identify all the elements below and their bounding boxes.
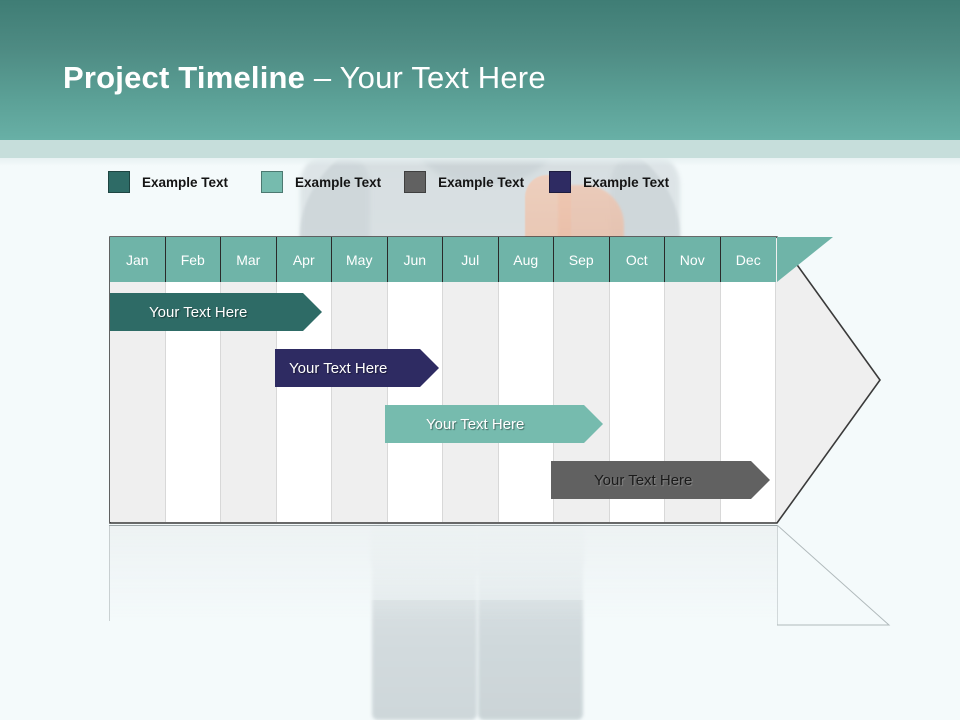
background-photo-left-leg [372, 520, 477, 720]
header-accent-band [0, 140, 960, 158]
legend-label-3: Example Text [438, 174, 525, 190]
month-cell-apr[interactable]: Apr [276, 237, 332, 282]
legend-swatch-gray-icon [404, 171, 427, 193]
month-cell-may[interactable]: May [332, 237, 388, 282]
legend-item-2[interactable]: Example Text [261, 171, 381, 193]
header-banner: Project Timeline – Your Text Here [0, 0, 960, 140]
timeline-bar-4-label: Your Text Here [594, 471, 693, 489]
timeline-month-header: Jan Feb Mar Apr May Jun Jul Aug Sep Oct … [110, 237, 777, 282]
month-cell-sep[interactable]: Sep [554, 237, 610, 282]
column-stripe-aug [498, 282, 554, 522]
legend-item-1[interactable]: Example Text [108, 171, 228, 193]
legend-label-2: Example Text [295, 174, 382, 190]
legend-swatch-dark-teal-icon [108, 171, 130, 193]
legend-item-3[interactable]: Example Text [404, 171, 524, 193]
month-cell-nov[interactable]: Nov [665, 237, 721, 282]
page-title: Project Timeline – Your Text Here [63, 60, 546, 96]
month-cell-jan[interactable]: Jan [110, 237, 166, 282]
month-cell-jul[interactable]: Jul [443, 237, 499, 282]
page-title-light: Your Text Here [339, 60, 546, 95]
column-stripe-jul [443, 282, 499, 522]
legend-label-4: Example Text [583, 174, 670, 190]
page-title-bold: Project Timeline [63, 60, 306, 95]
month-cell-aug[interactable]: Aug [498, 237, 554, 282]
timeline-bar-1-label: Your Text Here [149, 303, 248, 321]
column-stripe-jun [387, 282, 443, 522]
legend: Example Text Example Text Example Text E… [108, 170, 868, 194]
reflection-body [109, 526, 778, 621]
reflection-edge-line [109, 525, 777, 526]
timeline-reflection [109, 525, 891, 645]
month-cell-dec[interactable]: Dec [720, 237, 776, 282]
page-title-separator: – [305, 60, 340, 95]
timeline-bar-3-label: Your Text Here [426, 415, 525, 433]
timeline-bar-3[interactable]: Your Text Here [385, 405, 603, 443]
timeline-bar-2-label: Your Text Here [289, 359, 388, 377]
timeline-chart: Jan Feb Mar Apr May Jun Jul Aug Sep Oct … [109, 236, 881, 524]
month-cell-oct[interactable]: Oct [609, 237, 665, 282]
reflection-wedge [777, 525, 891, 626]
legend-label-1: Example Text [142, 174, 229, 190]
month-cell-mar[interactable]: Mar [221, 237, 277, 282]
timeline-bar-2[interactable]: Your Text Here [275, 349, 439, 387]
legend-swatch-light-teal-icon [261, 171, 284, 193]
legend-swatch-navy-icon [549, 171, 572, 193]
column-stripe-may [332, 282, 388, 522]
month-cell-jun[interactable]: Jun [387, 237, 443, 282]
legend-item-4[interactable]: Example Text [549, 171, 669, 193]
timeline-bar-4[interactable]: Your Text Here [551, 461, 770, 499]
background-photo-right-leg [478, 520, 583, 720]
header-fade-strip [0, 158, 960, 166]
timeline-bar-1[interactable]: Your Text Here [110, 293, 322, 331]
month-cell-feb[interactable]: Feb [165, 237, 221, 282]
